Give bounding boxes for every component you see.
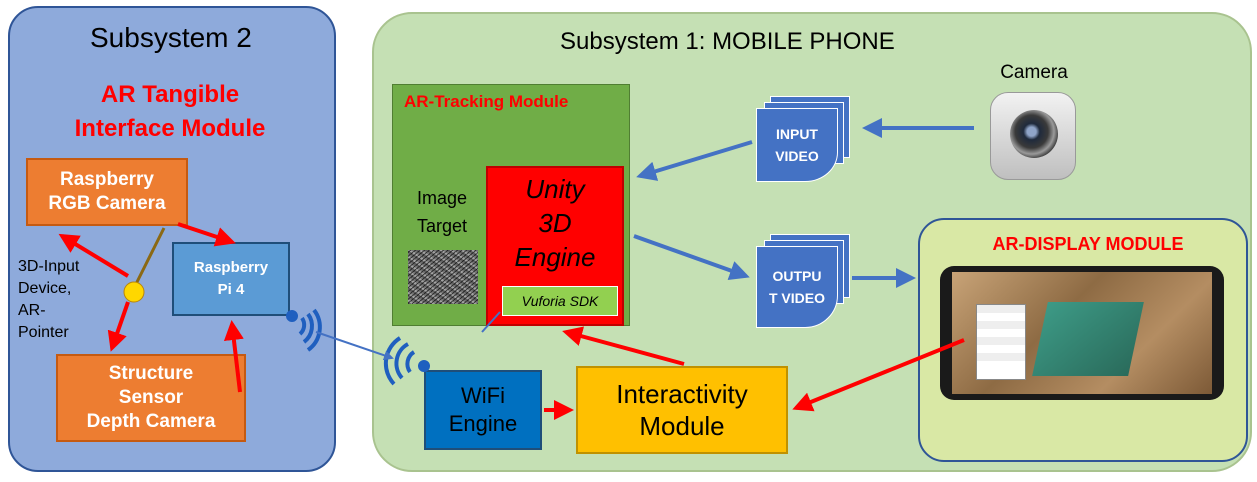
ar-menu-row xyxy=(977,353,1025,361)
wifi-engine-line1: WiFi xyxy=(461,383,505,408)
depth-line2: Sensor xyxy=(118,387,184,408)
input-device-line2: Device, xyxy=(18,280,72,297)
arrow-depth-camera-to-pi xyxy=(223,320,244,393)
pointer-ball-icon xyxy=(123,281,145,303)
ar-display-module-title: AR-DISPLAY MODULE xyxy=(992,234,1184,254)
arrow-ar-display-to-interactivity xyxy=(792,338,965,412)
arrow-unity-to-output-video xyxy=(633,234,750,281)
ar-tracking-module-title: AR-Tracking Module xyxy=(404,92,569,111)
interactivity-line1: Interactivity xyxy=(616,379,748,409)
ar-menu-row xyxy=(977,345,1025,353)
raspberry-rgb-camera-box: Raspberry RGB Camera xyxy=(26,158,188,226)
input-video-doc: INPUT VIDEO xyxy=(756,108,838,182)
arrow-interactivity-to-unity xyxy=(562,326,685,366)
unity-line1: Unity xyxy=(525,174,585,204)
depth-line3: Depth Camera xyxy=(86,411,216,432)
ar-menu-row xyxy=(977,361,1025,369)
arrow-wifi-link xyxy=(315,331,394,361)
ar-menu-row xyxy=(977,337,1025,345)
unity-line3: Engine xyxy=(514,242,596,272)
input-device-line1: 3D-Input xyxy=(18,258,80,275)
interactivity-line2: Module xyxy=(639,411,725,441)
connector-wifi-to-vuforia xyxy=(481,311,501,333)
image-target-line2: Target xyxy=(416,216,468,236)
structure-sensor-depth-camera-box: Structure Sensor Depth Camera xyxy=(56,354,246,442)
output-video-line1: OUTPU xyxy=(772,268,822,284)
arrow-pointer-to-rgb-camera xyxy=(58,233,130,278)
camera-lens-icon xyxy=(1010,110,1058,158)
wifi-engine-box: WiFi Engine xyxy=(424,370,542,450)
unity-3d-engine-label: Unity 3D Engine xyxy=(486,172,624,274)
arrow-rgb-camera-to-pi xyxy=(177,222,236,247)
ar-menu-row xyxy=(977,313,1025,321)
ar-menu-row xyxy=(977,329,1025,337)
raspberry-pi-4-box: Raspberry Pi 4 xyxy=(172,242,290,316)
ar-tangible-title-line2: Interface Module xyxy=(74,115,266,142)
input-device-line4: Pointer xyxy=(18,324,69,341)
vuforia-sdk-box: Vuforia SDK xyxy=(502,286,618,316)
ar-menu-row xyxy=(977,321,1025,329)
pi-line2: Pi 4 xyxy=(217,281,245,298)
input-device-line3: AR- xyxy=(18,302,46,319)
ar-menu-row xyxy=(977,305,1025,313)
rgb-camera-line2: RGB Camera xyxy=(48,193,166,214)
wifi-signal-icon xyxy=(383,336,430,386)
interactivity-module-box: Interactivity Module xyxy=(576,366,788,454)
output-video-line2: T VIDEO xyxy=(768,290,825,306)
image-target-label: Image Target xyxy=(398,184,486,240)
input-video-line1: INPUT xyxy=(775,126,818,142)
image-target-texture xyxy=(408,250,478,304)
input-video-line2: VIDEO xyxy=(775,148,819,164)
unity-line2: 3D xyxy=(538,208,572,238)
image-target-line1: Image xyxy=(416,188,468,208)
subsystem-2-title: Subsystem 2 xyxy=(90,22,252,53)
camera-label: Camera xyxy=(1000,62,1068,83)
ar-tangible-module-title: AR Tangible Interface Module xyxy=(40,78,300,146)
arrow-pointer-to-depth-camera xyxy=(107,301,130,352)
wifi-engine-line2: Engine xyxy=(448,411,518,436)
ar-app-menu-image xyxy=(976,304,1026,380)
pi-line1: Raspberry xyxy=(193,259,269,276)
depth-line1: Structure xyxy=(108,363,194,384)
wifi-signal-icon xyxy=(286,308,322,352)
input-device-label: 3D-Input Device, AR- Pointer xyxy=(18,256,98,344)
pointer-wand xyxy=(132,227,166,289)
rgb-camera-line1: Raspberry xyxy=(60,169,154,190)
output-video-doc: OUTPU T VIDEO xyxy=(756,246,838,328)
ar-tangible-title-line1: AR Tangible xyxy=(100,81,240,108)
arrow-input-video-to-ar-tracking xyxy=(636,140,753,181)
subsystem-1-title: Subsystem 1: MOBILE PHONE xyxy=(560,28,895,55)
